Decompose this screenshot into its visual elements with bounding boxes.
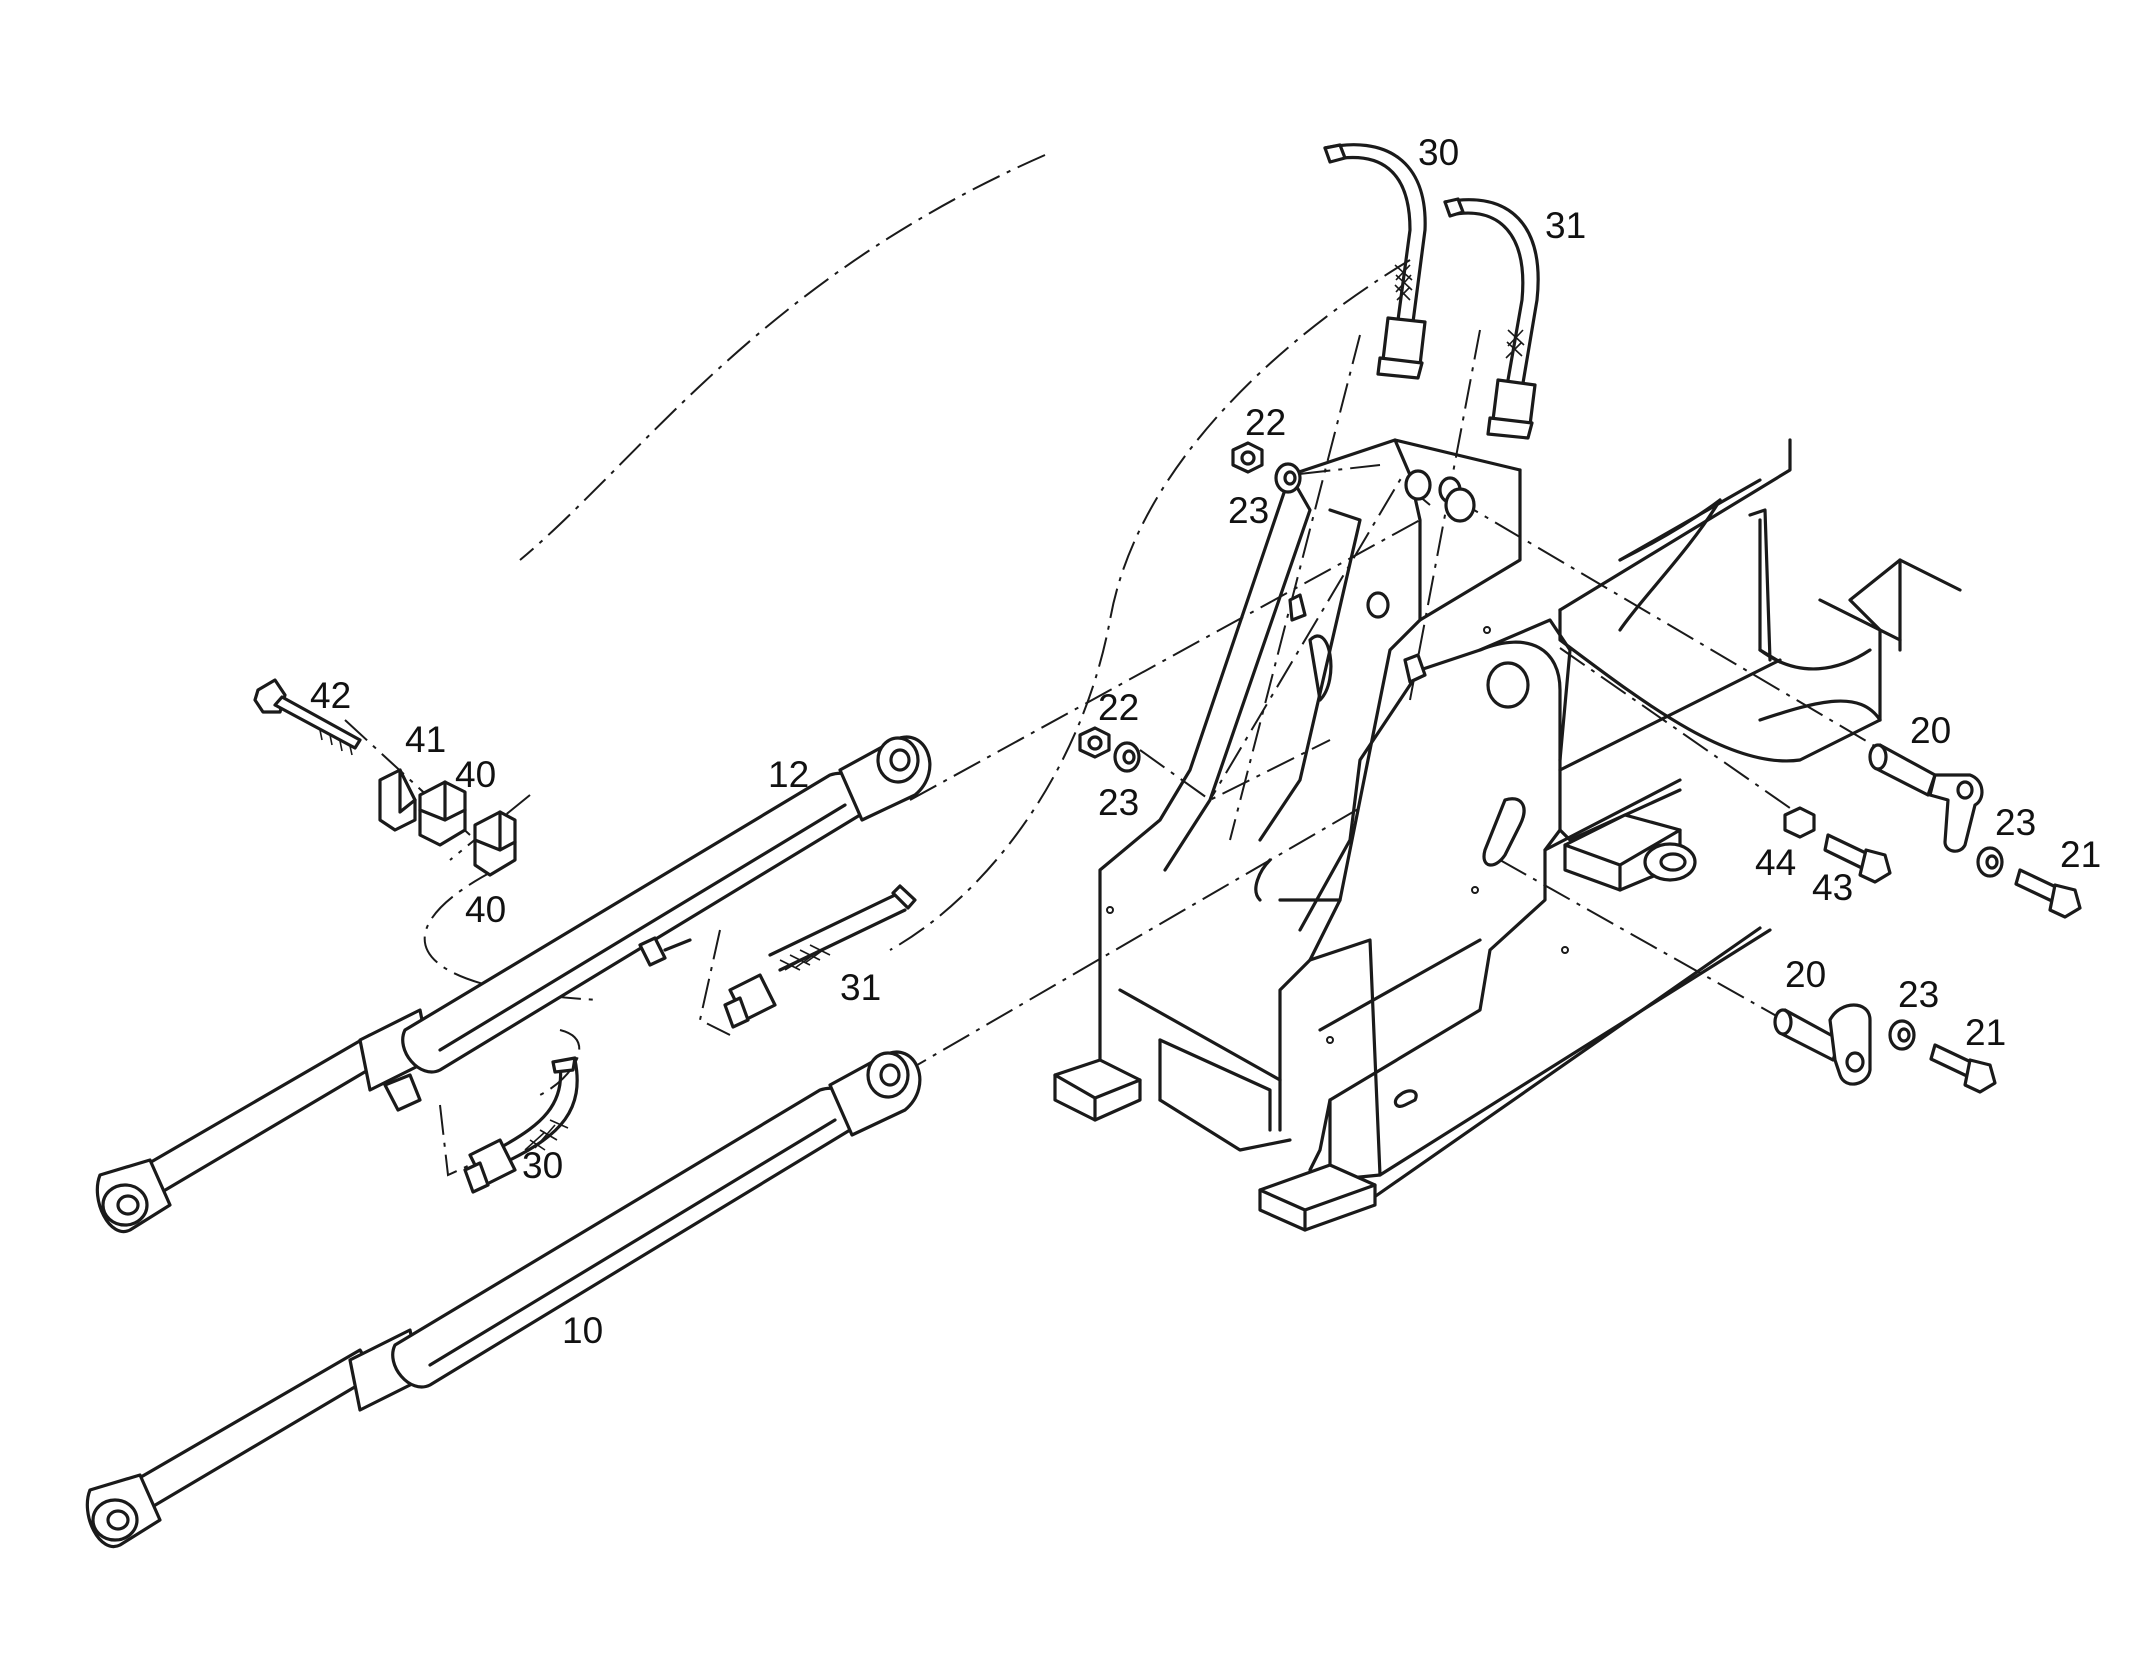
callout-12: 12 — [768, 754, 809, 795]
hydraulic-cylinder-10 — [85, 1050, 922, 1549]
callout-31-top: 31 — [1545, 205, 1586, 246]
callout-20-upper: 20 — [1910, 710, 1951, 751]
hydraulic-hose-30-low — [463, 1056, 579, 1194]
hydraulic-hose-30-top — [1323, 143, 1427, 380]
callout-10: 10 — [562, 1310, 603, 1351]
hose-clamp-assembly — [253, 678, 517, 877]
hydraulic-cylinder-12 — [95, 735, 932, 1234]
callout-30-top: 30 — [1418, 132, 1459, 173]
callout-44: 44 — [1755, 842, 1796, 883]
callout-20-lower: 20 — [1785, 954, 1826, 995]
callout-42: 42 — [310, 675, 351, 716]
assembly-lines — [344, 154, 1891, 1177]
callout-23-mid: 23 — [1098, 782, 1139, 823]
callout-22-mid: 22 — [1098, 687, 1139, 728]
callout-23-right-lower: 23 — [1898, 974, 1939, 1015]
fasteners — [1078, 441, 2082, 1094]
callout-43: 43 — [1812, 867, 1853, 908]
callout-23-upper: 23 — [1228, 490, 1269, 531]
callout-40-upper: 40 — [455, 754, 496, 795]
callout-21-lower: 21 — [1965, 1012, 2006, 1053]
hydraulic-hose-31-low — [638, 884, 917, 1029]
hydraulic-hose-31-top — [1443, 197, 1540, 440]
callout-21-upper: 21 — [2060, 834, 2101, 875]
callout-40-lower: 40 — [465, 889, 506, 930]
callout-22-upper: 22 — [1245, 402, 1286, 443]
callout-31-low: 31 — [840, 967, 881, 1008]
callout-41: 41 — [405, 719, 446, 760]
callout-labels: 30 31 22 23 22 23 42 41 40 40 12 31 30 1… — [310, 132, 2101, 1351]
callout-30-low: 30 — [522, 1145, 563, 1186]
mounting-frame — [1053, 438, 1962, 1232]
callout-23-right-upper: 23 — [1995, 802, 2036, 843]
